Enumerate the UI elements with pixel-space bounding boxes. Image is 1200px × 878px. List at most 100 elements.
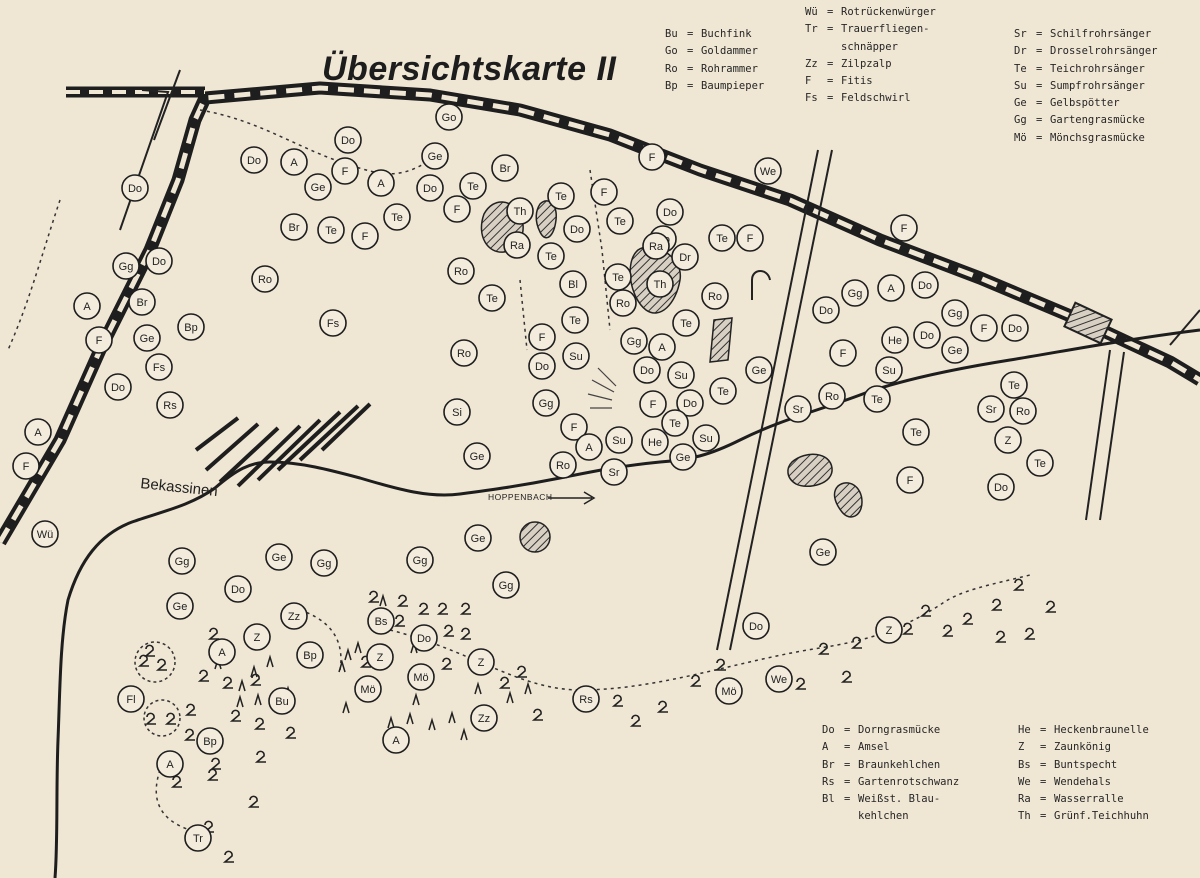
- territory-circle: [829, 339, 857, 367]
- territory-code: Rs: [579, 694, 593, 706]
- legend-equals: =: [827, 75, 834, 88]
- reed-mark: [531, 708, 543, 721]
- territory-circle: [709, 377, 737, 405]
- territory-code: Si: [452, 407, 462, 419]
- reed-mark: [221, 676, 233, 689]
- territory-circle: [609, 289, 637, 317]
- bird-territory-Rs: Rs: [156, 391, 184, 419]
- territory-code: Br: [289, 222, 300, 234]
- territory-code: Te: [910, 427, 922, 439]
- territory-code: F: [571, 422, 578, 434]
- territory-code: Ge: [948, 345, 963, 357]
- territory-code: Sr: [609, 467, 620, 479]
- territory-code: F: [981, 323, 988, 335]
- bird-territory-We: We: [765, 665, 793, 693]
- reed-mark: [222, 850, 234, 863]
- bird-territory-Su: Su: [605, 426, 633, 454]
- territory-circle: [881, 326, 909, 354]
- territory-code: Do: [152, 256, 166, 268]
- territory-circle: [117, 685, 145, 713]
- territory-circle: [503, 231, 531, 259]
- bird-territory-Ge: Ge: [464, 524, 492, 552]
- bird-territory-Do: Do: [240, 146, 268, 174]
- legend-code: Bu: [665, 28, 678, 40]
- territory-code: Su: [882, 365, 895, 377]
- bird-territory-Gg: Gg: [492, 571, 520, 599]
- legend-code: Th: [1018, 810, 1031, 823]
- legend-equals: =: [687, 45, 694, 58]
- territory-code: F: [650, 399, 657, 411]
- territory-code: Do: [231, 584, 245, 596]
- bird-territory-Ge: Ge: [166, 592, 194, 620]
- territory-code: Do: [570, 224, 584, 236]
- territory-circle: [809, 538, 837, 566]
- territory-code: Ro: [825, 391, 839, 403]
- legend-equals: =: [844, 793, 851, 806]
- dashed-ring: [134, 641, 176, 683]
- territory-circle: [941, 336, 969, 364]
- vegetation-mark: [387, 715, 395, 729]
- reed-mark: [170, 775, 182, 788]
- territory-code: Gg: [848, 288, 863, 300]
- territory-code: Te: [486, 293, 498, 305]
- territory-code: Z: [478, 657, 485, 669]
- reed-mark: [901, 622, 913, 635]
- territory-code: Ge: [140, 333, 155, 345]
- reed-mark: [254, 750, 266, 763]
- bird-territory-Ge: Ge: [669, 443, 697, 471]
- legend-species: Gartengrasmücke: [1050, 114, 1145, 127]
- territory-code: Ra: [649, 241, 664, 253]
- legend-code: Te: [1014, 62, 1027, 75]
- territory-code: Te: [325, 225, 337, 237]
- vegetation-mark: [506, 690, 514, 704]
- territory-code: Te: [614, 216, 626, 228]
- bird-territory-Sr: Sr: [784, 395, 812, 423]
- territory-code: Ro: [454, 266, 468, 278]
- territory-circle: [563, 215, 591, 243]
- territory-code: Su: [674, 370, 687, 382]
- territory-circle: [366, 643, 394, 671]
- territory-code: F: [362, 231, 369, 243]
- bird-territory-Z: Z: [366, 643, 394, 671]
- reed-mark: [850, 636, 862, 649]
- territory-code: Th: [654, 279, 667, 291]
- territory-code: Ge: [816, 547, 831, 559]
- territory-code: F: [454, 204, 461, 216]
- territory-code: Su: [569, 351, 582, 363]
- territory-code: Te: [1034, 458, 1046, 470]
- legend-equals: =: [827, 23, 834, 36]
- territory-code: Do: [111, 382, 125, 394]
- bird-territory-Te: Te: [708, 224, 736, 252]
- bird-territory-Sr: Sr: [977, 395, 1005, 423]
- bird-territory-Do: Do: [812, 296, 840, 324]
- territory-code: Do: [417, 633, 431, 645]
- territory-circle: [112, 252, 140, 280]
- bird-territory-Go: Go: [435, 103, 463, 131]
- bird-territory-Do: Do: [410, 624, 438, 652]
- territory-circle: [450, 339, 478, 367]
- bird-territory-A: A: [24, 418, 52, 446]
- territory-circle: [156, 750, 184, 778]
- legend-entry: Bs=Buntspecht: [1018, 757, 1149, 774]
- territory-code: Go: [442, 112, 457, 124]
- territory-code: Gg: [627, 336, 642, 348]
- territory-code: A: [585, 442, 593, 454]
- legend-species: Goldammer: [701, 45, 758, 58]
- legend-entry: Wü=Rotrückenwürger: [805, 4, 936, 21]
- territory-circle: [605, 426, 633, 454]
- bird-territory-Sr: Sr: [600, 458, 628, 486]
- territory-circle: [310, 549, 338, 577]
- bird-territory-Br: Br: [491, 154, 519, 182]
- bird-territory-A: A: [73, 292, 101, 320]
- bird-territory-Z: Z: [243, 623, 271, 651]
- bird-territory-Do: Do: [742, 612, 770, 640]
- bird-territory-F: F: [970, 314, 998, 342]
- reed-mark: [184, 703, 196, 716]
- territory-circle: [708, 224, 736, 252]
- legend-code: Z: [1018, 741, 1025, 754]
- territory-circle: [648, 333, 676, 361]
- territory-circle: [559, 270, 587, 298]
- legend-entry: Sr=Schilfrohrsänger: [1014, 26, 1157, 43]
